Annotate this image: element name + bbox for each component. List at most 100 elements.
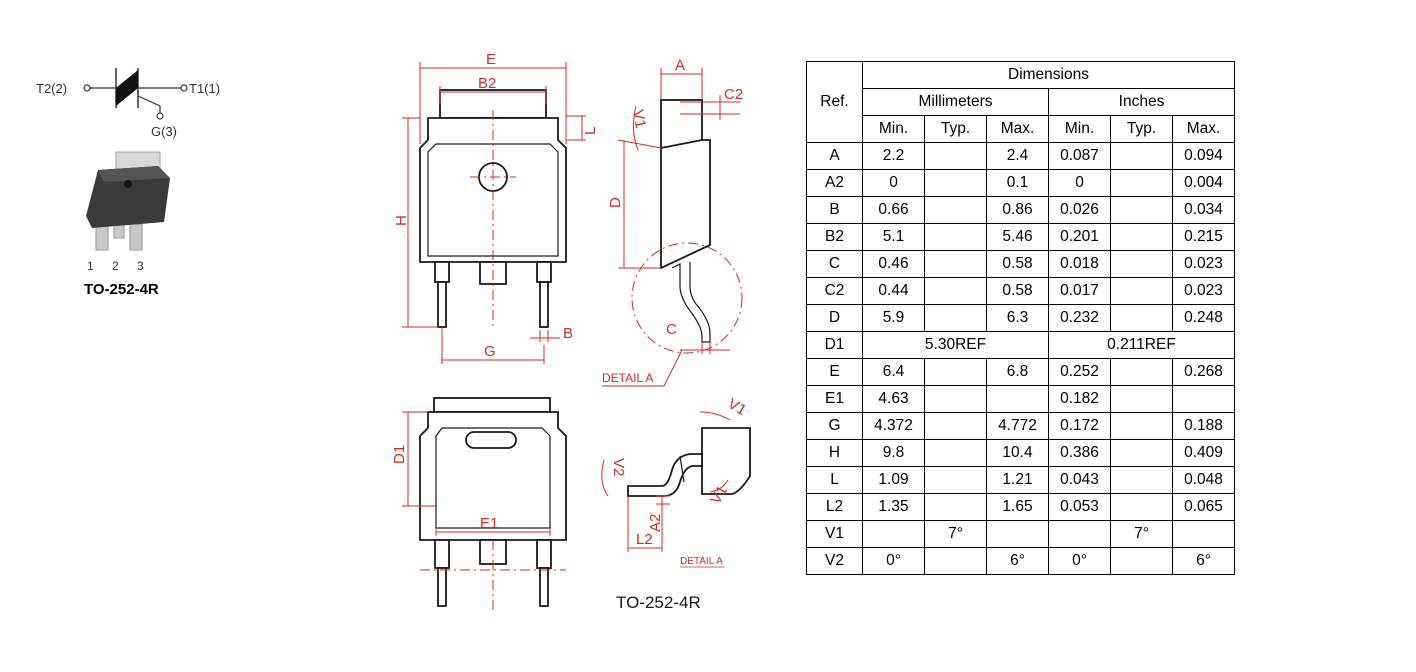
detail-view: V1 V1 V2 A2 L2 DETAIL A	[601, 395, 751, 568]
dim-label-c: C	[666, 321, 677, 338]
dim-label-e1: E1	[480, 515, 498, 532]
value-cell: 0.1	[986, 169, 1049, 197]
detail-a-label: DETAIL A	[680, 556, 723, 567]
value-cell: 6.3	[986, 304, 1049, 332]
value-cell	[1110, 493, 1173, 521]
value-cell	[986, 520, 1049, 548]
ref-cell: E1	[806, 385, 863, 413]
value-cell: 1.21	[986, 466, 1049, 494]
value-cell: 6°	[986, 547, 1049, 575]
dim-label-b2: B2	[478, 75, 496, 92]
inches-header: Inches	[1048, 88, 1235, 116]
value-cell	[924, 385, 987, 413]
package-photo: 1 2 3 TO-252-4R	[84, 151, 170, 298]
value-cell	[924, 250, 987, 278]
value-cell: 4.63	[862, 385, 925, 413]
sub-header: Min.	[862, 115, 925, 143]
value-cell: 5.1	[862, 223, 925, 251]
value-cell: 0.268	[1172, 358, 1235, 386]
pin-number-2: 2	[112, 259, 119, 273]
value-cell: 0.172	[1048, 412, 1111, 440]
value-cell: 0.215	[1172, 223, 1235, 251]
value-cell: 1.35	[862, 493, 925, 521]
value-cell: 0.026	[1048, 196, 1111, 224]
value-cell: 6.4	[862, 358, 925, 386]
value-cell	[924, 466, 987, 494]
value-cell	[1110, 412, 1173, 440]
mounting-hole	[124, 180, 132, 188]
value-cell: 0.252	[1048, 358, 1111, 386]
value-cell: 0.065	[1172, 493, 1235, 521]
value-cell: 0.048	[1172, 466, 1235, 494]
dim-label-l2: L2	[636, 531, 653, 548]
value-cell	[924, 223, 987, 251]
side-view: A C2 V1 D C DETAIL A	[602, 57, 743, 387]
value-cell: 0.44	[862, 277, 925, 305]
dim-label-v2: V2	[610, 458, 627, 476]
value-cell: 10.4	[986, 439, 1049, 467]
value-cell	[1110, 547, 1173, 575]
dim-label-b: B	[563, 325, 573, 342]
ref-cell: L	[806, 466, 863, 494]
value-cell: 0.182	[1048, 385, 1111, 413]
value-cell: 0.66	[862, 196, 925, 224]
value-cell: 0.034	[1172, 196, 1235, 224]
table-header-row: Ref. Dimensions	[806, 61, 1235, 143]
sub-header: Typ.	[924, 115, 987, 143]
value-cell	[924, 277, 987, 305]
ref-cell: A	[806, 142, 863, 170]
dim-label-v1-detail-lower: V1	[707, 483, 731, 507]
dim-label-d: D	[607, 197, 624, 208]
value-cell: 1.65	[986, 493, 1049, 521]
symbol-t1-label: T1(1)	[189, 81, 220, 96]
value-cell: 0.188	[1172, 412, 1235, 440]
value-cell: 0°	[862, 547, 925, 575]
ref-cell: A2	[806, 169, 863, 197]
value-cell	[924, 493, 987, 521]
value-cell: 0.018	[1048, 250, 1111, 278]
value-cell: 0.46	[862, 250, 925, 278]
value-cell	[1048, 520, 1111, 548]
value-cell: 6.8	[986, 358, 1049, 386]
ref-cell: L2	[806, 493, 863, 521]
value-cell: 4.772	[986, 412, 1049, 440]
ref-cell: C	[806, 250, 863, 278]
ref-header: Ref.	[806, 61, 863, 143]
ref-cell: B	[806, 196, 863, 224]
value-cell	[924, 142, 987, 170]
value-cell: 7°	[924, 520, 987, 548]
ref-cell: C2	[806, 277, 863, 305]
value-cell: 7°	[1110, 520, 1173, 548]
value-cell: 5.9	[862, 304, 925, 332]
value-cell: 0.023	[1172, 250, 1235, 278]
sub-header: Max.	[1172, 115, 1235, 143]
ref-cell: D1	[806, 331, 863, 359]
dim-label-v1-side: V1	[629, 109, 649, 130]
table-subheader-row: Min. Typ. Max. Min. Typ. Max.	[807, 115, 1235, 143]
pin-number-3: 3	[137, 259, 144, 273]
ref-cell: E	[806, 358, 863, 386]
dim-label-v1-detail: V1	[725, 395, 749, 419]
package-photo-name: TO-252-4R	[84, 281, 159, 298]
value-cell: 0.248	[1172, 304, 1235, 332]
dim-label-g: G	[484, 343, 496, 360]
value-cell	[1110, 466, 1173, 494]
value-cell: 4.372	[862, 412, 925, 440]
package-pin-2	[113, 223, 125, 239]
value-cell	[986, 385, 1049, 413]
top-view: E B2 L H B G	[393, 51, 599, 364]
value-cell	[1110, 358, 1173, 386]
symbol-g-label: G(3)	[151, 124, 177, 139]
table-unit-row: Millimeters Inches	[807, 88, 1235, 116]
dimensions-header: Dimensions	[862, 61, 1235, 89]
